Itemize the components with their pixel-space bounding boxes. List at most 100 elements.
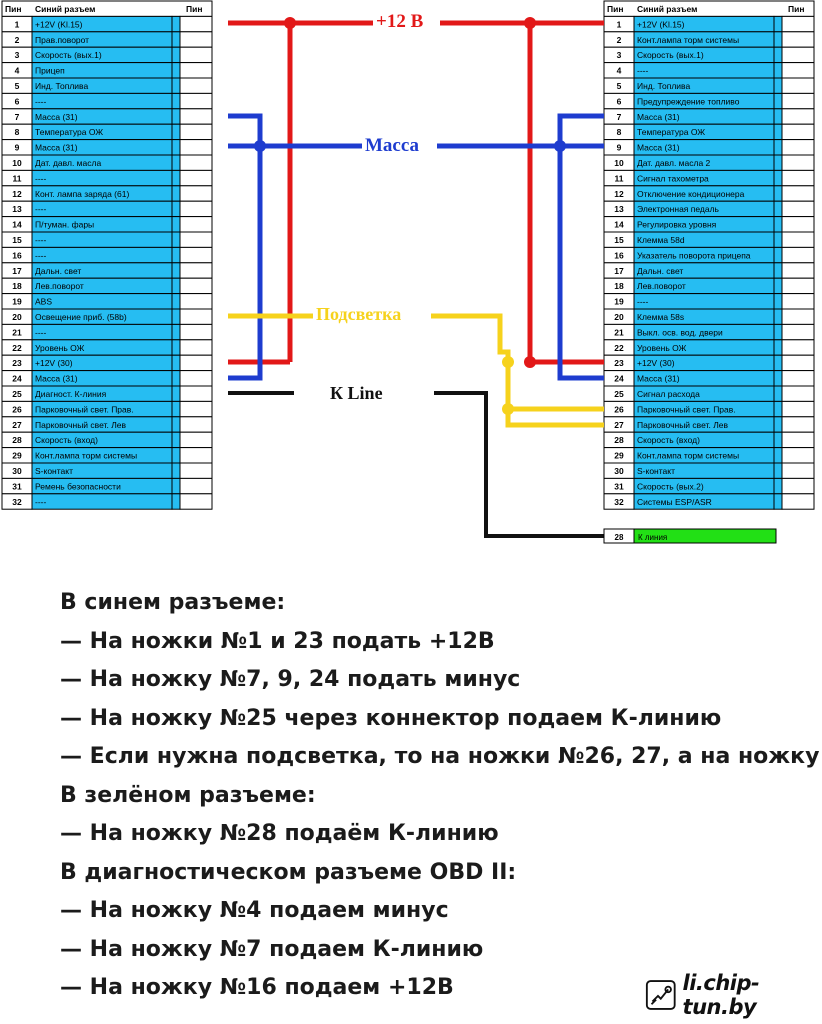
blue-connector-header-pin2: Пин [186, 4, 202, 14]
right-connector-pin-number: 2 [617, 35, 622, 45]
right-connector-pin-number: 16 [614, 250, 624, 260]
instruction-line: — На ножки №1 и 23 подать +12В [60, 628, 495, 654]
right-connector-pin-name: Электронная педаль [637, 204, 720, 214]
blue-connector-pin-number: 6 [15, 96, 20, 106]
wires [228, 17, 604, 538]
right-connector-pin-name: Масса (31) [637, 143, 680, 153]
right-connector-pin-name: Скорость (вход) [637, 435, 700, 445]
blue-connector-pin-name: Инд. Топлива [35, 81, 88, 91]
right-connector-pin-name: Клемма 58d [637, 235, 685, 245]
blue-connector-row: 27 Парковочный свет. Лев [1, 416, 213, 433]
blue-connector-header-row: Пин Синий разъем Пин [1, 0, 213, 17]
blue-connector-pin-name: Уровень ОЖ [35, 343, 85, 353]
right-connector-pin-number: 10 [614, 158, 624, 168]
blue-connector-pin-number: 11 [13, 173, 22, 183]
instructions-text: В синем разъеме: — На ножки №1 и 23 пода… [60, 584, 822, 1008]
blue-connector-pin-number: 13 [12, 204, 22, 214]
blue-connector-pin-number: 17 [12, 266, 22, 276]
site-logo[interactable]: li.chip-tun.by [645, 971, 822, 1019]
instruction-line: — На ножку №7 подаем К-линию [60, 936, 484, 962]
junction-dot [502, 356, 514, 368]
logo-text: li.chip-tun.by [682, 971, 760, 1019]
right-connector-pin-number: 18 [614, 281, 624, 291]
car-wrench-icon [645, 980, 676, 1010]
blue-connector-pin-number: 18 [12, 281, 22, 291]
right-connector-pin-number: 20 [614, 312, 624, 322]
blue-connector-row: 16---- [1, 246, 213, 264]
blue-connector-pin-number: 5 [15, 81, 20, 91]
blue-connector-header-name: Синий разъем [35, 4, 95, 14]
blue-connector-pin-name: Диагност. К-линия [35, 389, 107, 399]
blue-connector-pin-name: Масса (31) [35, 374, 78, 384]
right-connector-pin-number: 23 [614, 358, 624, 368]
right-connector-pin-number: 19 [614, 297, 624, 307]
right-connector-pin-number: 26 [614, 404, 624, 414]
right-connector-pin-number: 25 [614, 389, 624, 399]
right-connector-pin-number: 22 [614, 343, 624, 353]
blue-connector-pin-number: 27 [12, 420, 22, 430]
right-connector-pin-name: Отключение кондиционера [637, 189, 745, 199]
blue-connector-pin-name: Скорость (вых.1) [35, 50, 102, 60]
right-connector-pin-name: Конт.лампа торм системы [637, 451, 739, 461]
blue-connector-pin-name: ---- [35, 250, 46, 260]
blue-connector-row: 6---- [1, 92, 213, 110]
right-connector-pin-name: Клемма 58s [637, 312, 684, 322]
right-connector-pin-number: 14 [614, 220, 624, 230]
instruction-line: — На ножку №25 через коннектор подаем К-… [60, 705, 722, 731]
wire-ground-left [228, 113, 263, 381]
blue-connector-pin-number: 10 [12, 158, 22, 168]
blue-connector-pin-number: 26 [12, 404, 22, 414]
right-connector-pin-name: Скорость (вых.2) [637, 481, 704, 491]
blue-connector-pin-name: Конт. лампа заряда (61) [35, 189, 129, 199]
right-connector-pin-number: 30 [614, 466, 624, 476]
instruction-line: — На ножку №4 подаем минус [60, 898, 449, 923]
blue-connector-pin-number: 8 [15, 127, 20, 137]
blue-connector-pin-name: Масса (31) [35, 112, 78, 122]
junction-dot [524, 356, 536, 368]
wire-ground-right [557, 113, 604, 381]
blue-connector-pin-name: Парковочный свет. Прав. [35, 404, 134, 414]
blue-connector-pin-name: Парковочный свет. Лев [35, 420, 127, 430]
blue-connector-header-pin: Пин [5, 4, 21, 14]
blue-connector-pin-number: 9 [15, 143, 20, 153]
right-connector-pin-name: Температура ОЖ [637, 127, 705, 137]
blue-connector-pin-number: 24 [12, 374, 22, 384]
instruction-line: В синем разъеме: [60, 590, 286, 615]
blue-connector-pin-name: +12V (Kl.15) [35, 19, 83, 29]
right-connector-pin-name: Дальн. свет [637, 266, 683, 276]
right-connector-pin-number: 3 [617, 50, 622, 60]
junction-dot [554, 140, 566, 152]
blue-connector-pin-name: Дат. давл. масла [35, 158, 101, 168]
right-connector-pin-number: 32 [614, 497, 624, 507]
blue-connector-pin-number: 19 [12, 297, 22, 307]
instruction-line: В зелёном разъеме: [60, 782, 316, 808]
junction-dot [254, 140, 266, 152]
instruction-line: — Если нужна подсветка, то на ножки №26,… [60, 744, 820, 769]
right-connector-pin-name: S-контакт [637, 466, 675, 476]
right-connector-pin-name: Выкл. осв. вод. двери [637, 327, 723, 337]
right-connector-pin-number: 13 [614, 204, 624, 214]
instruction-line: — На ножку №7, 9, 24 подать минус [60, 667, 521, 692]
blue-connector-pin-number: 4 [15, 66, 20, 76]
